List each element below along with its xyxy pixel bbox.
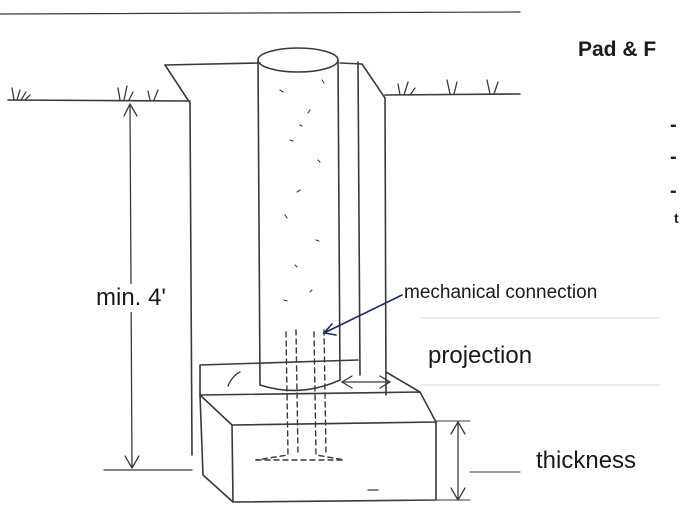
connection-arrow [322,294,403,336]
footing-top [199,391,437,426]
connection-label: mechanical connection [404,282,598,303]
concrete-speckles [279,79,325,302]
excavation-top [164,62,261,66]
slide-bullet-3: - [670,180,677,202]
ground-line-left [7,99,191,102]
footing-left [199,394,234,503]
excavation-right-wall-2 [384,97,387,396]
pier-bottom-arc [259,379,341,392]
pier-top [257,47,339,73]
slide-bullet-1: - [670,114,677,136]
footing-front [231,421,437,503]
depth-arrow-top [123,103,138,117]
projection-arrow-right [379,375,391,389]
depth-arrow-bottom [124,455,140,469]
projection-label: projection [428,342,533,369]
pad-mark [227,371,241,387]
excavation-left-wall [164,64,193,456]
thickness-arrow-top [450,421,466,435]
slide-trailing-mark: t [674,210,679,226]
projection-arrow-left [341,375,353,389]
pier-body [257,59,341,386]
pad-back-edge [199,359,359,396]
ground-line-right [384,93,521,96]
pad-right-back [385,371,421,393]
thickness-label: thickness [536,447,637,474]
excavation-right-wall [357,61,361,376]
top-border-line [0,11,521,15]
excavation-right-top [339,62,386,99]
slide-title: Pad & F [578,38,657,61]
slide-bullet-2: - [670,146,677,168]
rebar-dowels [255,329,346,461]
depth-label: min. 4' [92,284,170,312]
grass-tufts [11,79,499,101]
